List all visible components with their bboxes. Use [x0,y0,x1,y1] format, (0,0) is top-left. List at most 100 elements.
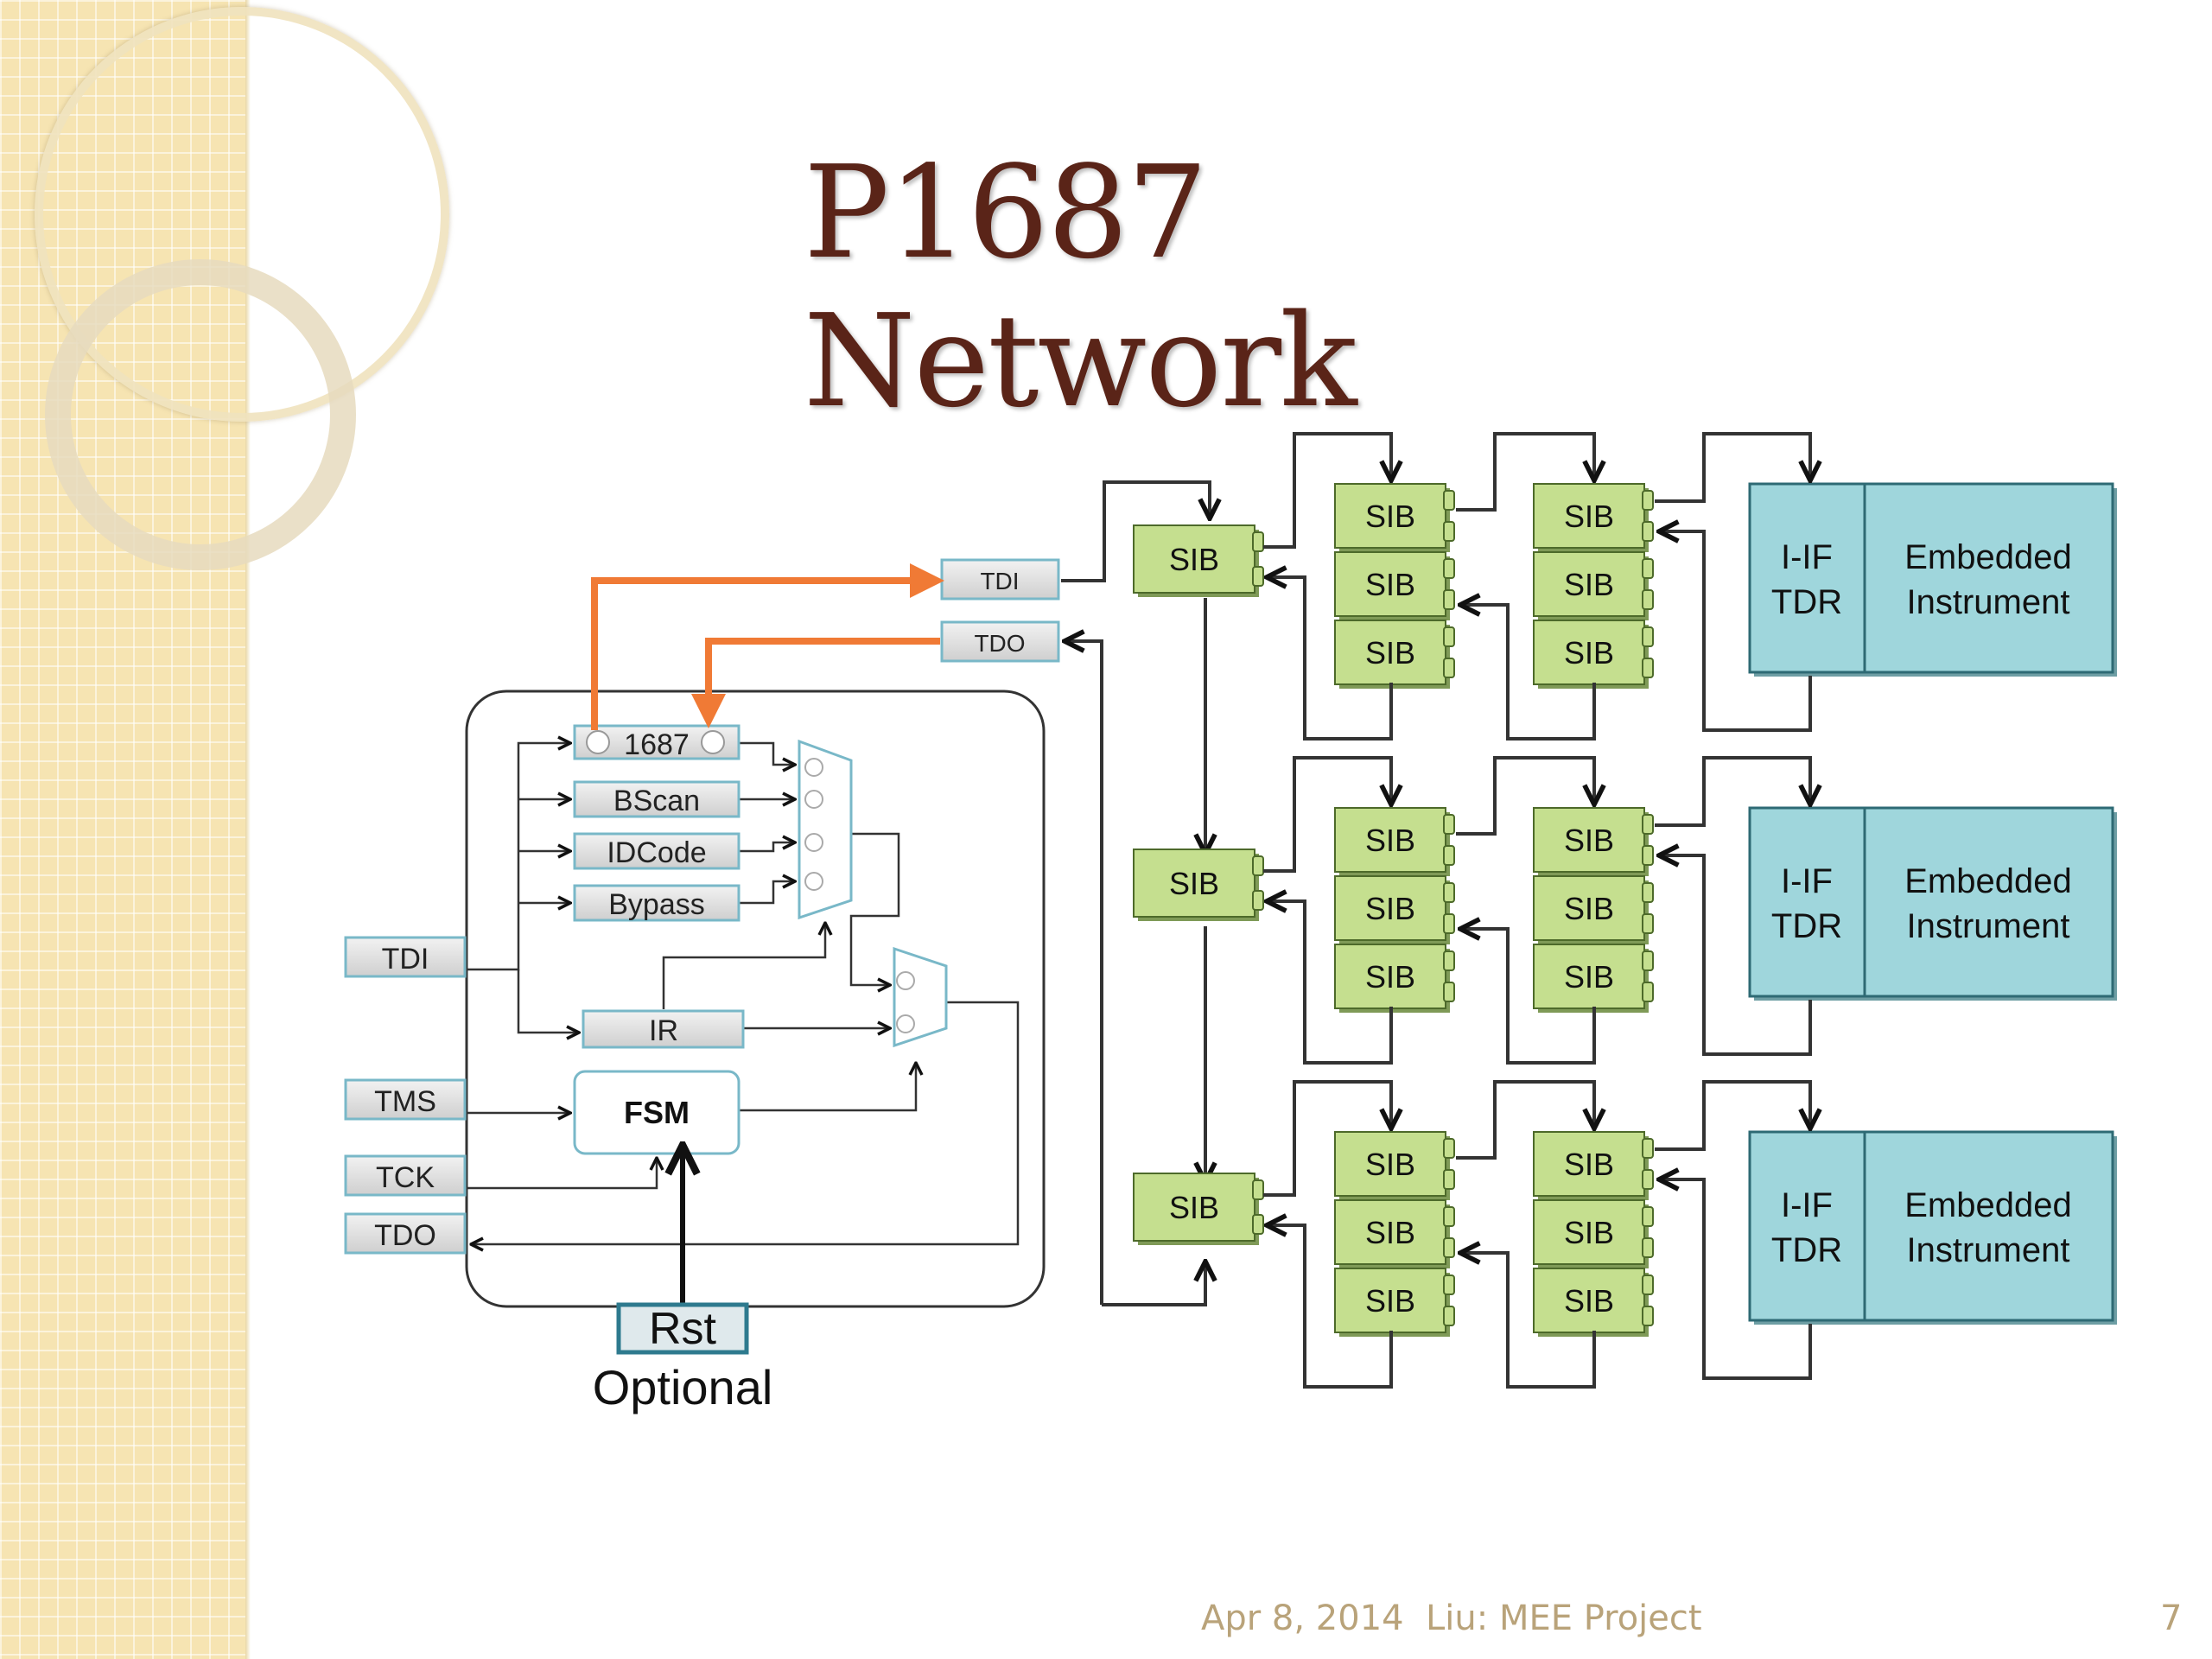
sib-label: SIB [1365,1283,1415,1319]
tap-wiring [467,743,1020,1244]
sib-rows: SIBSIBSIBSIBSIBSIBSIBI-IFTDREmbeddedInst… [1133,432,2117,1389]
sib-stack-2-2-2: SIB [1533,875,1654,944]
output-multiplexer [893,946,948,1048]
port-tck: TCK [344,1154,467,1197]
svg-text:BScan: BScan [613,785,700,817]
svg-text:Rst: Rst [649,1304,717,1354]
sib-row-1: SIB SIB SIB SIB SIB SIB SIB I-IF TDR EmbeddedInst… [1133,432,2117,741]
footer-page-number: 7 [2160,1599,2183,1638]
sib-label: SIB [1169,866,1219,901]
sib-stack-1-2-2: SIB [1533,551,1654,620]
instrument-label-line2: Instrument [1907,1231,2070,1269]
slide-title: P1687 Network [804,138,1357,435]
svg-text:IDCode: IDCode [607,836,706,869]
iif-label-line2: TDR [1771,1231,1842,1269]
svg-text:TDI: TDI [980,568,1019,594]
optional-label: Optional [593,1360,773,1414]
sib-stack-1-2-1: SIB [1533,483,1654,552]
sib-label: SIB [1365,567,1415,602]
sib-stack-3-1-3: SIB [1334,1268,1455,1337]
sib-stack-1-1-2: SIB [1334,551,1455,620]
sib-label: SIB [1365,1147,1415,1182]
sib-label: SIB [1365,635,1415,671]
sib-stack-1-1-1: SIB [1334,483,1455,552]
register-ir: IR [582,1009,745,1049]
sib-label: SIB [1365,499,1415,534]
instrument-label-line2: Instrument [1907,583,2070,621]
sib-stack-2-2-3: SIB [1533,944,1654,1013]
sib-label: SIB [1564,499,1614,534]
sib-label: SIB [1564,1147,1614,1182]
sib-stack-1-2-3: SIB [1533,620,1654,689]
svg-text:Bypass: Bypass [608,888,705,921]
instrument-label-line1: Embedded [1904,1186,2071,1224]
register-bypass: Bypass [573,884,741,922]
svg-text:TDO: TDO [974,630,1025,657]
register-bscan: BScan [573,780,741,818]
svg-text:TCK: TCK [376,1161,435,1194]
svg-text:TDI: TDI [382,943,429,976]
orange-tdi-path [591,563,944,730]
dr-multiplexer [798,739,853,920]
sib-left-3: SIB [1133,1173,1264,1245]
sib-label: SIB [1564,891,1614,926]
sib-stack-3-2-3: SIB [1533,1268,1654,1337]
footer-project: Liu: MEE Project [1426,1599,1702,1638]
sib-stack-2-1-2: SIB [1334,875,1455,944]
iif-label-line1: I-IF [1781,862,1833,900]
port-tdi: TDI [344,936,467,978]
port-tms: TMS [344,1078,467,1121]
sib-label: SIB [1564,635,1614,671]
sib-label: SIB [1564,567,1614,602]
side-panel-edge [245,0,251,1659]
rst-box: Rst [616,1302,749,1355]
instrument-label-line2: Instrument [1907,907,2070,945]
network-port-tdo: TDO [940,620,1060,663]
svg-text:TDO: TDO [374,1219,436,1252]
instrument-label-line1: Embedded [1904,538,2071,576]
sib-row-2: SIB SIB SIB SIB SIB SIB SIB I-IF TDR EmbeddedInst… [1133,756,2117,1065]
sib-stack-3-2-2: SIB [1533,1199,1654,1268]
fsm-block: FSM [573,1070,741,1155]
register-idcode: IDCode [573,832,741,870]
svg-text:TMS: TMS [374,1085,436,1118]
sib-stack-3-1-2: SIB [1334,1199,1455,1268]
svg-text:IR: IR [649,1014,678,1047]
sib-row-3: SIB SIB SIB SIB SIB SIB SIB I-IF TDR EmbeddedInst… [1133,1080,2117,1389]
tap-controller-frame [465,690,1046,1308]
sib-stack-1-1-3: SIB [1334,620,1455,689]
network-port-tdi: TDI [940,558,1060,601]
network-wiring [1061,480,1210,1306]
sib-label: SIB [1564,1215,1614,1250]
sib-stack-2-1-3: SIB [1334,944,1455,1013]
instrument-label-line1: Embedded [1904,862,2071,900]
iif-label-line1: I-IF [1781,1186,1833,1224]
sib-label: SIB [1365,891,1415,926]
svg-text:FSM: FSM [624,1095,690,1130]
iif-label-line2: TDR [1771,583,1842,621]
sib-label: SIB [1365,823,1415,858]
sib-stack-3-2-1: SIB [1533,1131,1654,1200]
iif-label-line2: TDR [1771,907,1842,945]
sib-label: SIB [1169,542,1219,577]
sib-left-1: SIB [1133,524,1264,597]
sib-label: SIB [1564,1283,1614,1319]
sib-left-2: SIB [1133,849,1264,921]
svg-text:1687: 1687 [624,728,690,761]
sib-label: SIB [1564,823,1614,858]
iif-label-line1: I-IF [1781,538,1833,576]
sib-label: SIB [1564,959,1614,995]
footer-date: Apr 8, 2014 [1201,1599,1404,1638]
sib-label: SIB [1365,959,1415,995]
sib-label: SIB [1365,1215,1415,1250]
port-tdo: TDO [344,1212,467,1255]
orange-tdo-path [691,638,940,728]
sib-stack-2-1-1: SIB [1334,807,1455,876]
sib-stack-3-1-1: SIB [1334,1131,1455,1200]
register-1687: 1687 [573,724,741,761]
sib-stack-2-2-1: SIB [1533,807,1654,876]
